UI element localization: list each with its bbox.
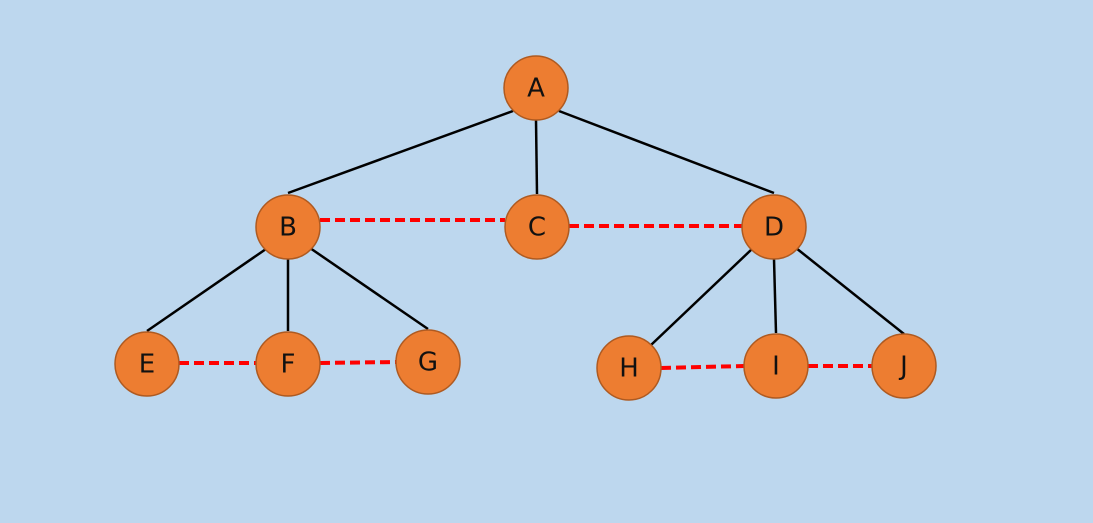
node-c: C: [504, 194, 570, 260]
node-label: H: [619, 354, 639, 384]
node-label: I: [772, 352, 780, 382]
sibling-links: [179, 218, 872, 370]
node-label: C: [528, 213, 546, 243]
node-label: E: [139, 350, 155, 380]
tree-edge-d-j: [795, 247, 905, 335]
node-label: J: [898, 352, 908, 382]
tree-edge-b-g: [309, 246, 429, 331]
tree-edge-d-i: [772, 258, 778, 334]
node-e: E: [114, 331, 180, 397]
node-h: H: [596, 335, 662, 401]
node-i: I: [743, 333, 809, 399]
tree-edge-b-e: [146, 247, 267, 333]
node-circle: [395, 329, 461, 395]
node-label: F: [281, 350, 296, 380]
node-g: G: [395, 329, 461, 395]
node-circle: [596, 335, 662, 401]
node-circle: [504, 194, 570, 260]
node-a: A: [503, 55, 569, 121]
node-label: D: [764, 213, 784, 243]
tree-edges: [146, 109, 905, 346]
tree-nodes: A B C D E F G H I J: [114, 55, 937, 401]
tree-edge-d-h: [650, 248, 753, 346]
sibling-link-h-i: [660, 364, 745, 370]
node-circle: [503, 55, 569, 121]
node-circle: [741, 194, 807, 260]
node-circle: [114, 331, 180, 397]
node-circle: [255, 194, 321, 260]
node-d: D: [741, 194, 807, 260]
node-label: A: [527, 74, 545, 104]
node-f: F: [255, 331, 321, 397]
sibling-link-f-g: [319, 360, 397, 365]
node-circle: [871, 333, 937, 399]
node-b: B: [255, 194, 321, 260]
tree-edge-a-d: [558, 109, 775, 195]
node-circle: [743, 333, 809, 399]
tree-edge-a-b: [287, 109, 514, 195]
node-label: G: [418, 348, 438, 378]
node-label: B: [279, 213, 297, 243]
node-j: J: [871, 333, 937, 399]
tree-edge-a-c: [534, 119, 539, 195]
node-circle: [255, 331, 321, 397]
